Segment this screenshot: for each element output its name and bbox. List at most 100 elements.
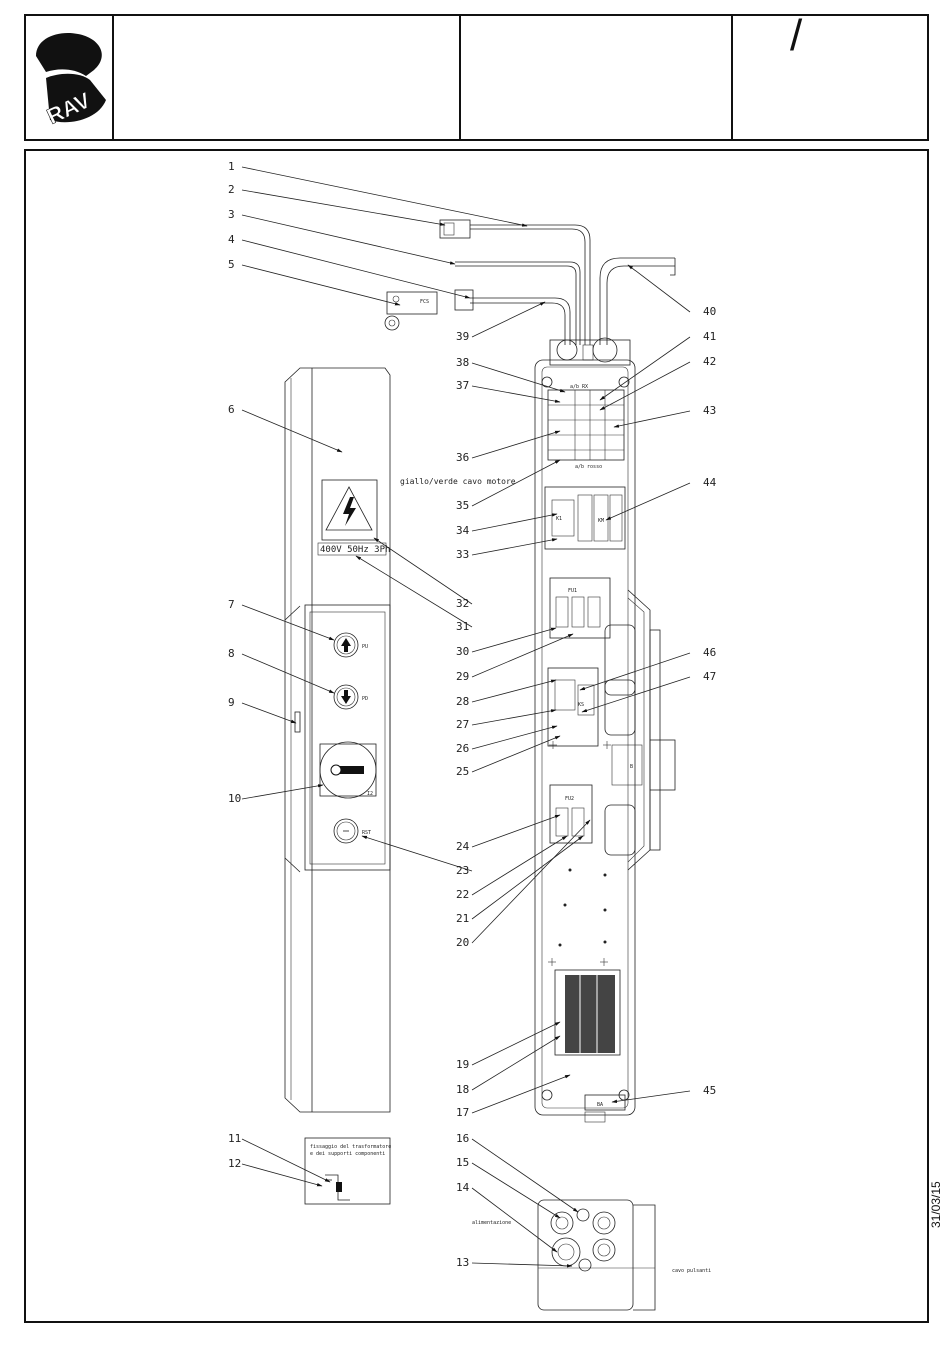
callout-33: 33 [456,548,469,561]
revision-mark: / [790,11,803,60]
transformer-note-1: fissaggio del trasformatore [310,1144,391,1150]
callout-11: 11 [228,1132,241,1145]
callout-35: 35 [456,499,469,512]
callout-9: 9 [228,696,235,709]
fuse-top-label: FU1 [568,588,577,594]
leader-line-27 [471,709,557,726]
leader-line-39 [471,301,546,338]
leader-line-28 [471,679,557,703]
leader-line-38 [471,362,566,393]
callout-12: 12 [228,1157,241,1170]
callout-28: 28 [456,695,469,708]
leader-line-14 [471,1187,558,1253]
callout-17: 17 [456,1106,469,1119]
callout-36: 36 [456,451,469,464]
button-up-label: PU [362,644,368,650]
leader-line-19 [471,1021,561,1066]
leader-line-11 [241,1138,331,1183]
switch-label: I2 [367,791,373,797]
callout-4: 4 [228,233,235,246]
callout-34: 34 [456,524,470,537]
leader-line-18 [471,1035,561,1091]
leader-line-36 [471,430,561,459]
callout-42: 42 [703,355,716,368]
terminal-bottom-label: a/b rosso [575,464,602,470]
leader-line-10 [241,784,324,800]
callout-6: 6 [228,403,235,416]
leader-line-4 [241,239,471,299]
cover-panel [284,367,391,1113]
leader-line-40 [627,264,691,313]
cable-assembly: FCS [384,219,676,366]
callout-45: 45 [703,1084,716,1097]
leader-line-17 [471,1074,571,1114]
enclosure: a/b RX a/b rosso K1 KM FU1 KS FU2 [534,359,676,1123]
callout-20: 20 [456,936,469,949]
leader-line-32 [373,537,473,605]
leader-line-9 [241,702,297,724]
leader-line-6 [241,409,343,453]
leader-line-3 [241,214,456,265]
bottom-tag: BA [597,1102,603,1108]
push-cable-label: cavo pulsanti [672,1268,711,1274]
km-label: KM [598,518,604,524]
leader-line-43 [613,410,691,428]
callout-18: 18 [456,1083,469,1096]
date-stamp: 31/03/15 [929,1181,943,1228]
leader-line-20 [471,819,591,944]
leader-line-12 [241,1163,323,1187]
leader-line-2 [241,189,446,226]
callout-39: 39 [456,330,469,343]
leader-line-31 [355,555,473,628]
callout-15: 15 [456,1156,469,1169]
callout-38: 38 [456,356,469,369]
leader-line-35 [471,459,561,507]
date-stamp-wrap: 31/03/15 [929,1181,943,1228]
callout-7: 7 [228,598,235,611]
leader-line-21 [471,835,584,920]
callout-26: 26 [456,742,469,755]
callout-22: 22 [456,888,469,901]
callout-1: 1 [228,160,235,173]
leader-line-23 [361,835,473,872]
callout-43: 43 [703,404,716,417]
leader-line-25 [471,735,561,773]
voltage-plate: 400V 50Hz 3Ph [320,545,390,555]
callout-23: 23 [456,864,469,877]
callout-41: 41 [703,330,716,343]
button-down-label: PD [362,696,368,702]
leader-line-41 [599,336,691,401]
terminal-top-label: a/b RX [570,384,588,390]
rav-logo-icon: RAV [36,32,106,129]
leader-line-16 [471,1138,579,1213]
power-inlet-label: alimentazione [472,1220,511,1226]
callout-10: 10 [228,792,241,805]
callout-19: 19 [456,1058,469,1071]
callout-group: 1234567891011121314151617181920212223242… [228,160,717,1269]
leader-line-33 [471,538,558,556]
leader-line-45 [611,1090,691,1103]
leader-line-1 [241,166,528,227]
ks-label: KS [578,702,584,708]
leader-line-15 [471,1162,561,1219]
callout-46: 46 [703,646,716,659]
callout-16: 16 [456,1132,469,1145]
contactor-label: K1 [556,516,562,522]
callout-29: 29 [456,670,469,683]
callout-5: 5 [228,258,235,271]
leader-line-8 [241,653,335,694]
callout-30: 30 [456,645,469,658]
leader-line-22 [471,835,568,896]
callout-47: 47 [703,670,716,683]
leader-line-37 [471,385,561,403]
fuse-bottom-label: FU2 [565,796,574,802]
ground-wire-label: giallo/verde cavo motore [400,477,516,486]
button-reset-label: RST [362,830,371,836]
callout-32: 32 [456,597,469,610]
callout-44: 44 [703,476,717,489]
leader-line-46 [579,652,691,691]
callout-37: 37 [456,379,469,392]
leader-line-30 [471,627,557,653]
callout-13: 13 [456,1256,469,1269]
